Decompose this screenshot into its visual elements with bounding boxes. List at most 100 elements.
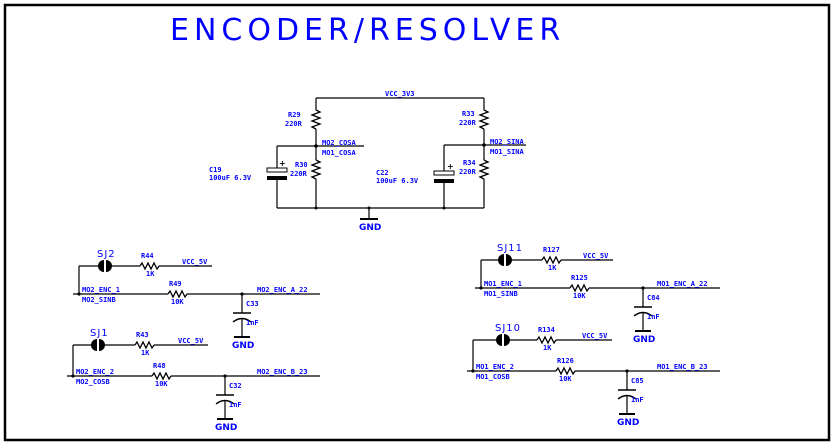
gnd-label: GND [617,418,639,428]
gnd-label: GND [232,341,254,351]
solder-jumper-sj2-left [98,260,104,272]
r33-value: 220R [459,119,477,127]
resistor-r34 [478,159,490,180]
resistor-r30 [310,159,322,180]
net-label-in-a: MO2_ENC_1 [82,286,120,294]
net-label-mo2-sina: MO2_SINA [490,138,525,146]
jumper-ref-sj1: SJ1 [90,328,109,339]
net-label-in-b: MO1_COSB [476,373,510,381]
net-label-in-a: MO2_ENC_2 [76,368,114,376]
polarity-plus-icon: + [279,159,286,168]
cap-value: 1nF [631,396,644,404]
resistor-r134 [536,335,557,345]
r30-ref: R30 [295,161,308,169]
polarity-plus-icon: + [447,162,454,171]
solder-jumper-sj11-left [498,254,504,266]
net-label-in-b: MO2_COSB [76,378,110,386]
c22-ref: C22 [376,169,389,177]
r29-value: 220R [285,120,303,128]
resistor-r126 [555,366,576,376]
series-ref: R125 [571,274,588,282]
net-label-mo2-cosa: MO2_COSA [322,139,357,147]
net-label-out: MO2_ENC_A_22 [257,286,308,294]
net-label-mo1-cosa: MO1_COSA [322,149,357,157]
junction-dot [442,206,446,210]
pullup-value: 1K [146,270,155,278]
series-value: 10K [171,298,184,306]
r33-ref: R33 [462,110,475,118]
junction-dot [471,369,475,373]
net-label-in-a: MO1_ENC_2 [476,363,514,371]
pullup-value: 1K [141,349,150,357]
c22-value: 100uF 6.3V [376,177,419,185]
pullup-ref: R43 [136,331,149,339]
cap-value: 1nF [246,319,259,327]
series-value: 10K [559,375,572,383]
net-label-vcc-5v: VCC_5V [182,258,208,266]
net-label-vcc-3v3: VCC_3V3 [385,90,415,98]
bias-network: VCC_3V3 R29 220R R30 220R MO2_COSA MO1_C… [209,90,526,233]
solder-jumper-sj1-left [91,339,97,351]
pullup-ref: R44 [141,252,154,260]
net-label-mo1-sina: MO1_SINA [490,148,525,156]
resistor-r44 [139,261,160,271]
net-label-out: MO1_ENC_A_22 [657,280,708,288]
net-label-in-a: MO1_ENC_1 [484,280,522,288]
r30-value: 220R [290,170,308,178]
cap-ref: C84 [647,294,660,302]
jumper-ref-sj2: SJ2 [97,249,116,260]
series-value: 10K [155,380,168,388]
capacitor-c19-plate-pos [266,167,288,173]
c19-value: 100uF 6.3V [209,174,252,182]
capacitor-c19-plate-neg [267,176,287,180]
net-label-in-b: MO2_SINB [82,296,116,304]
gnd-label: GND [215,423,237,433]
r34-value: 220R [459,168,477,176]
cap-value: 1nF [229,401,242,409]
capacitor-c22-plate-pos [433,170,455,176]
net-label-out: MO2_ENC_B_23 [257,368,308,376]
junction-dot [314,206,318,210]
pullup-value: 1K [543,344,552,352]
solder-jumper-sj10-right [504,334,510,346]
capacitor-c22-plate-neg [434,179,454,183]
solder-jumper-sj1-right [99,339,105,351]
pullup-ref: R134 [538,326,555,334]
solder-jumper-sj11-right [506,254,512,266]
resistor-r127 [541,255,562,265]
net-label-vcc-5v: VCC_5V [583,252,609,260]
net-label-vcc-5v: VCC_5V [178,337,204,345]
series-ref: R126 [557,357,574,365]
junction-dot [77,292,81,296]
series-value: 10K [573,292,586,300]
series-ref: R49 [169,280,182,288]
junction-dot [314,144,318,148]
net-label-out: MO1_ENC_B_23 [657,363,708,371]
pullup-ref: R127 [543,246,560,254]
junction-dot [482,143,486,147]
cap-value: 1nF [647,313,660,321]
resistor-r43 [134,340,155,350]
resistor-r29 [310,109,322,130]
pullup-value: 1K [548,264,557,272]
sheet-border [3,3,831,442]
cap-ref: C33 [246,300,259,308]
resistor-r33 [478,109,490,130]
r34-ref: R34 [463,159,476,167]
jumper-ref-sj10: SJ10 [495,323,521,334]
resistor-r125 [569,283,590,293]
cap-ref: C32 [229,382,242,390]
series-ref: R48 [153,362,166,370]
gnd-label: GND [359,223,381,233]
sheet-title: ENCODER/RESOLVER [170,13,565,48]
cap-ref: C85 [631,377,644,385]
solder-jumper-sj10-left [496,334,502,346]
net-label-vcc-5v: VCC_5V [582,332,608,340]
solder-jumper-sj2-right [106,260,112,272]
gnd-label: GND [633,335,655,345]
net-label-in-b: MO1_SINB [484,290,518,298]
resistor-r49 [167,289,188,299]
jumper-ref-sj11: SJ11 [497,243,523,254]
